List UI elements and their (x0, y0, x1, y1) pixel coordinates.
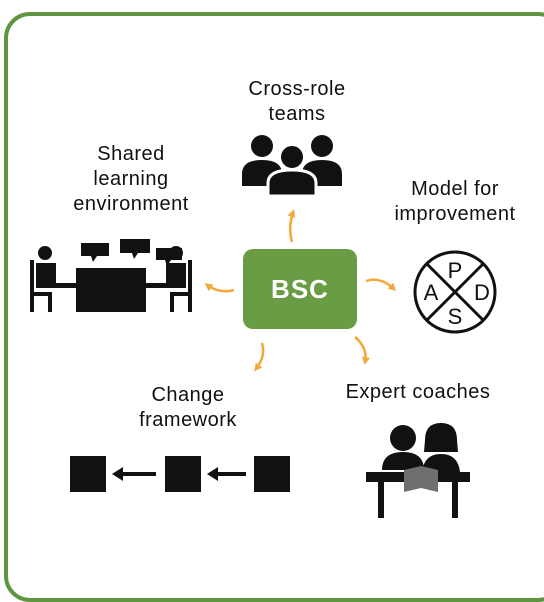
flow-square (70, 456, 106, 492)
arrow-to-coaches (354, 336, 370, 365)
flow-squares-icon (70, 456, 290, 492)
meeting-table-icon (30, 239, 192, 312)
cross-role-teams-label: Cross-role teams (248, 78, 346, 125)
arrow-to-change (254, 342, 265, 372)
pdsa-d-letter: D (474, 280, 490, 305)
bsc-center-node: BSC (243, 249, 357, 329)
flow-square (254, 456, 290, 492)
expert-coaches-label: Expert coaches (345, 381, 491, 403)
model-for-improvement-label: Model for improvement (394, 178, 516, 225)
pdsa-cycle-icon: P D S A (413, 250, 497, 334)
pdsa-s-letter: S (448, 304, 463, 329)
shared-learning-label: Shared learning environment (73, 143, 189, 215)
people-group-icon (242, 135, 342, 198)
flow-square (165, 456, 201, 492)
pdsa-p-letter: P (448, 258, 463, 283)
arrow-to-model (365, 278, 397, 292)
diagram-graphics: P D S A (30, 135, 497, 518)
pdsa-a-letter: A (424, 280, 439, 305)
arrow-to-shared (204, 283, 235, 293)
coaches-reading-icon (366, 423, 470, 518)
arrow-to-cross-role (287, 209, 296, 243)
change-framework-label: Change framework (139, 384, 237, 431)
